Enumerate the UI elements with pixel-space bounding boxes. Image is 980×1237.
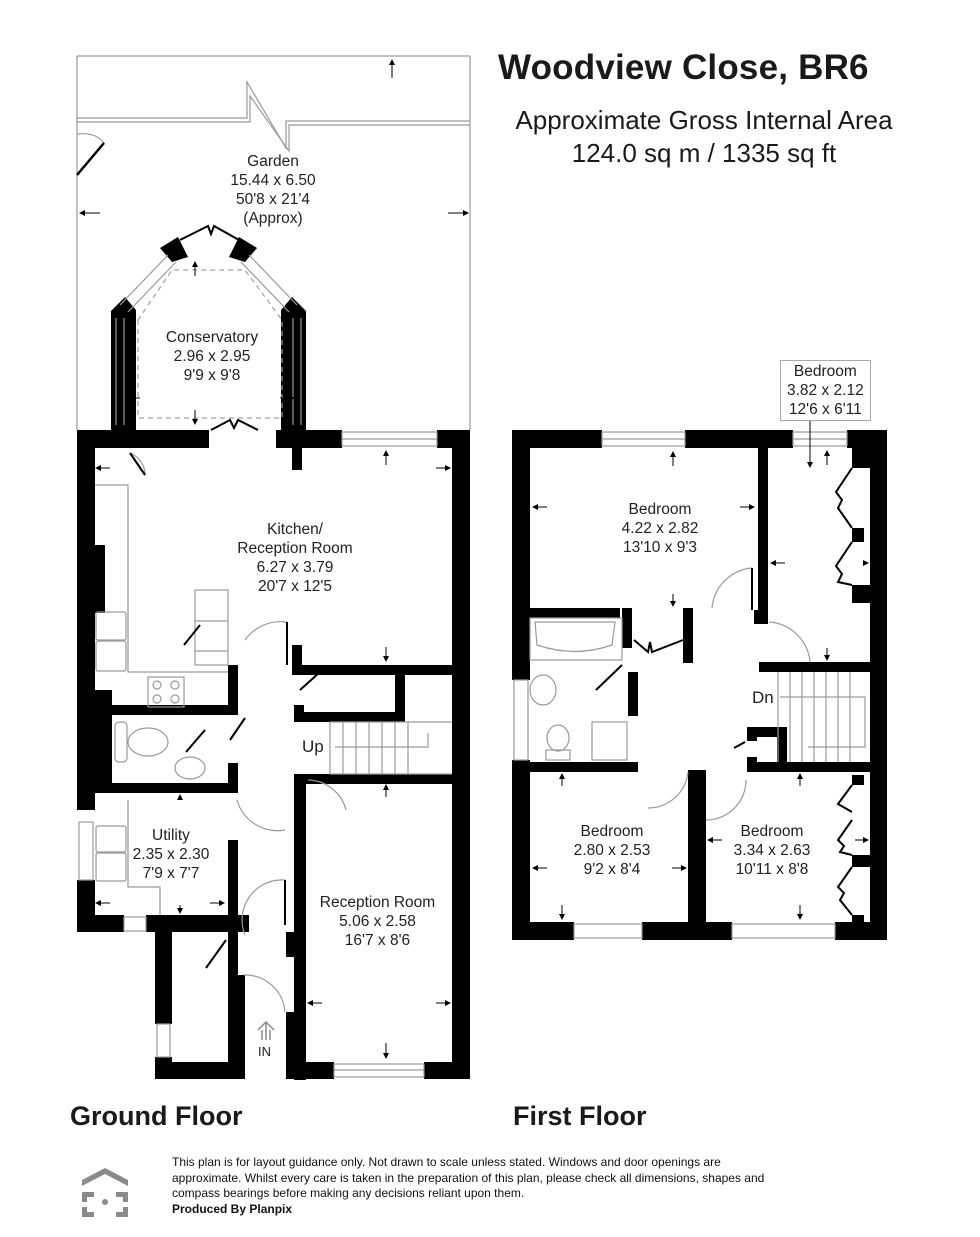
- planpix-house-logo-icon: [82, 1168, 128, 1217]
- room-label-conservatory: Conservatory 2.96 x 2.95 9'9 x 9'8: [165, 329, 259, 384]
- disclaimer-text: This plan is for layout guidance only. N…: [172, 1155, 765, 1200]
- first-floor-fixtures: [513, 431, 866, 939]
- ground-floor-fixtures: [78, 431, 452, 1078]
- ground-floor-plan: [76, 55, 471, 1080]
- room-label-kitchen-reception: Kitchen/ Reception Room 6.27 x 3.79 20'7…: [237, 521, 353, 595]
- gross-area-summary: Approximate Gross Internal Area 124.0 sq…: [498, 104, 910, 170]
- stairs-down-label: Dn: [752, 688, 774, 707]
- room-label-utility: Utility 2.35 x 2.30 7'9 x 7'7: [132, 827, 210, 882]
- room-label-bedroom-4: Bedroom 3.34 x 2.63 10'11 x 8'8: [733, 823, 811, 878]
- gross-area-value: 124.0 sq m / 1335 sq ft: [571, 138, 837, 168]
- produced-by-credit: Produced By Planpix: [172, 1201, 293, 1216]
- garden-boundary: [76, 55, 471, 430]
- entrance-label: IN: [258, 1044, 271, 1059]
- room-label-reception-room: Reception Room 5.06 x 2.58 16'7 x 8'6: [319, 894, 436, 949]
- conservatory-structure: [111, 224, 306, 432]
- entrance-arrow-icon: [257, 1020, 275, 1040]
- ground-floor-walls: [77, 430, 470, 1080]
- room-label-garden: Garden 15.44 x 6.50 50'8 x 21'4 (Approx): [230, 153, 316, 227]
- plan-title: Woodview Close, BR6: [498, 48, 869, 87]
- disclaimer-block: This plan is for layout guidance only. N…: [172, 1155, 772, 1217]
- first-floor-plan: [512, 418, 887, 940]
- first-floor-label: First Floor: [513, 1101, 647, 1131]
- gross-area-label: Approximate Gross Internal Area: [515, 105, 893, 135]
- ground-floor-label: Ground Floor: [70, 1101, 243, 1131]
- room-label-bedroom-2: Bedroom 3.82 x 2.12 12'6 x 6'11: [780, 360, 871, 421]
- stairs-up-label: Up: [302, 737, 324, 756]
- first-floor-walls: [512, 430, 887, 940]
- room-label-bedroom-3: Bedroom 2.80 x 2.53 9'2 x 8'4: [573, 823, 651, 878]
- room-label-bedroom-1: Bedroom 4.22 x 2.82 13'10 x 9'3: [621, 501, 699, 556]
